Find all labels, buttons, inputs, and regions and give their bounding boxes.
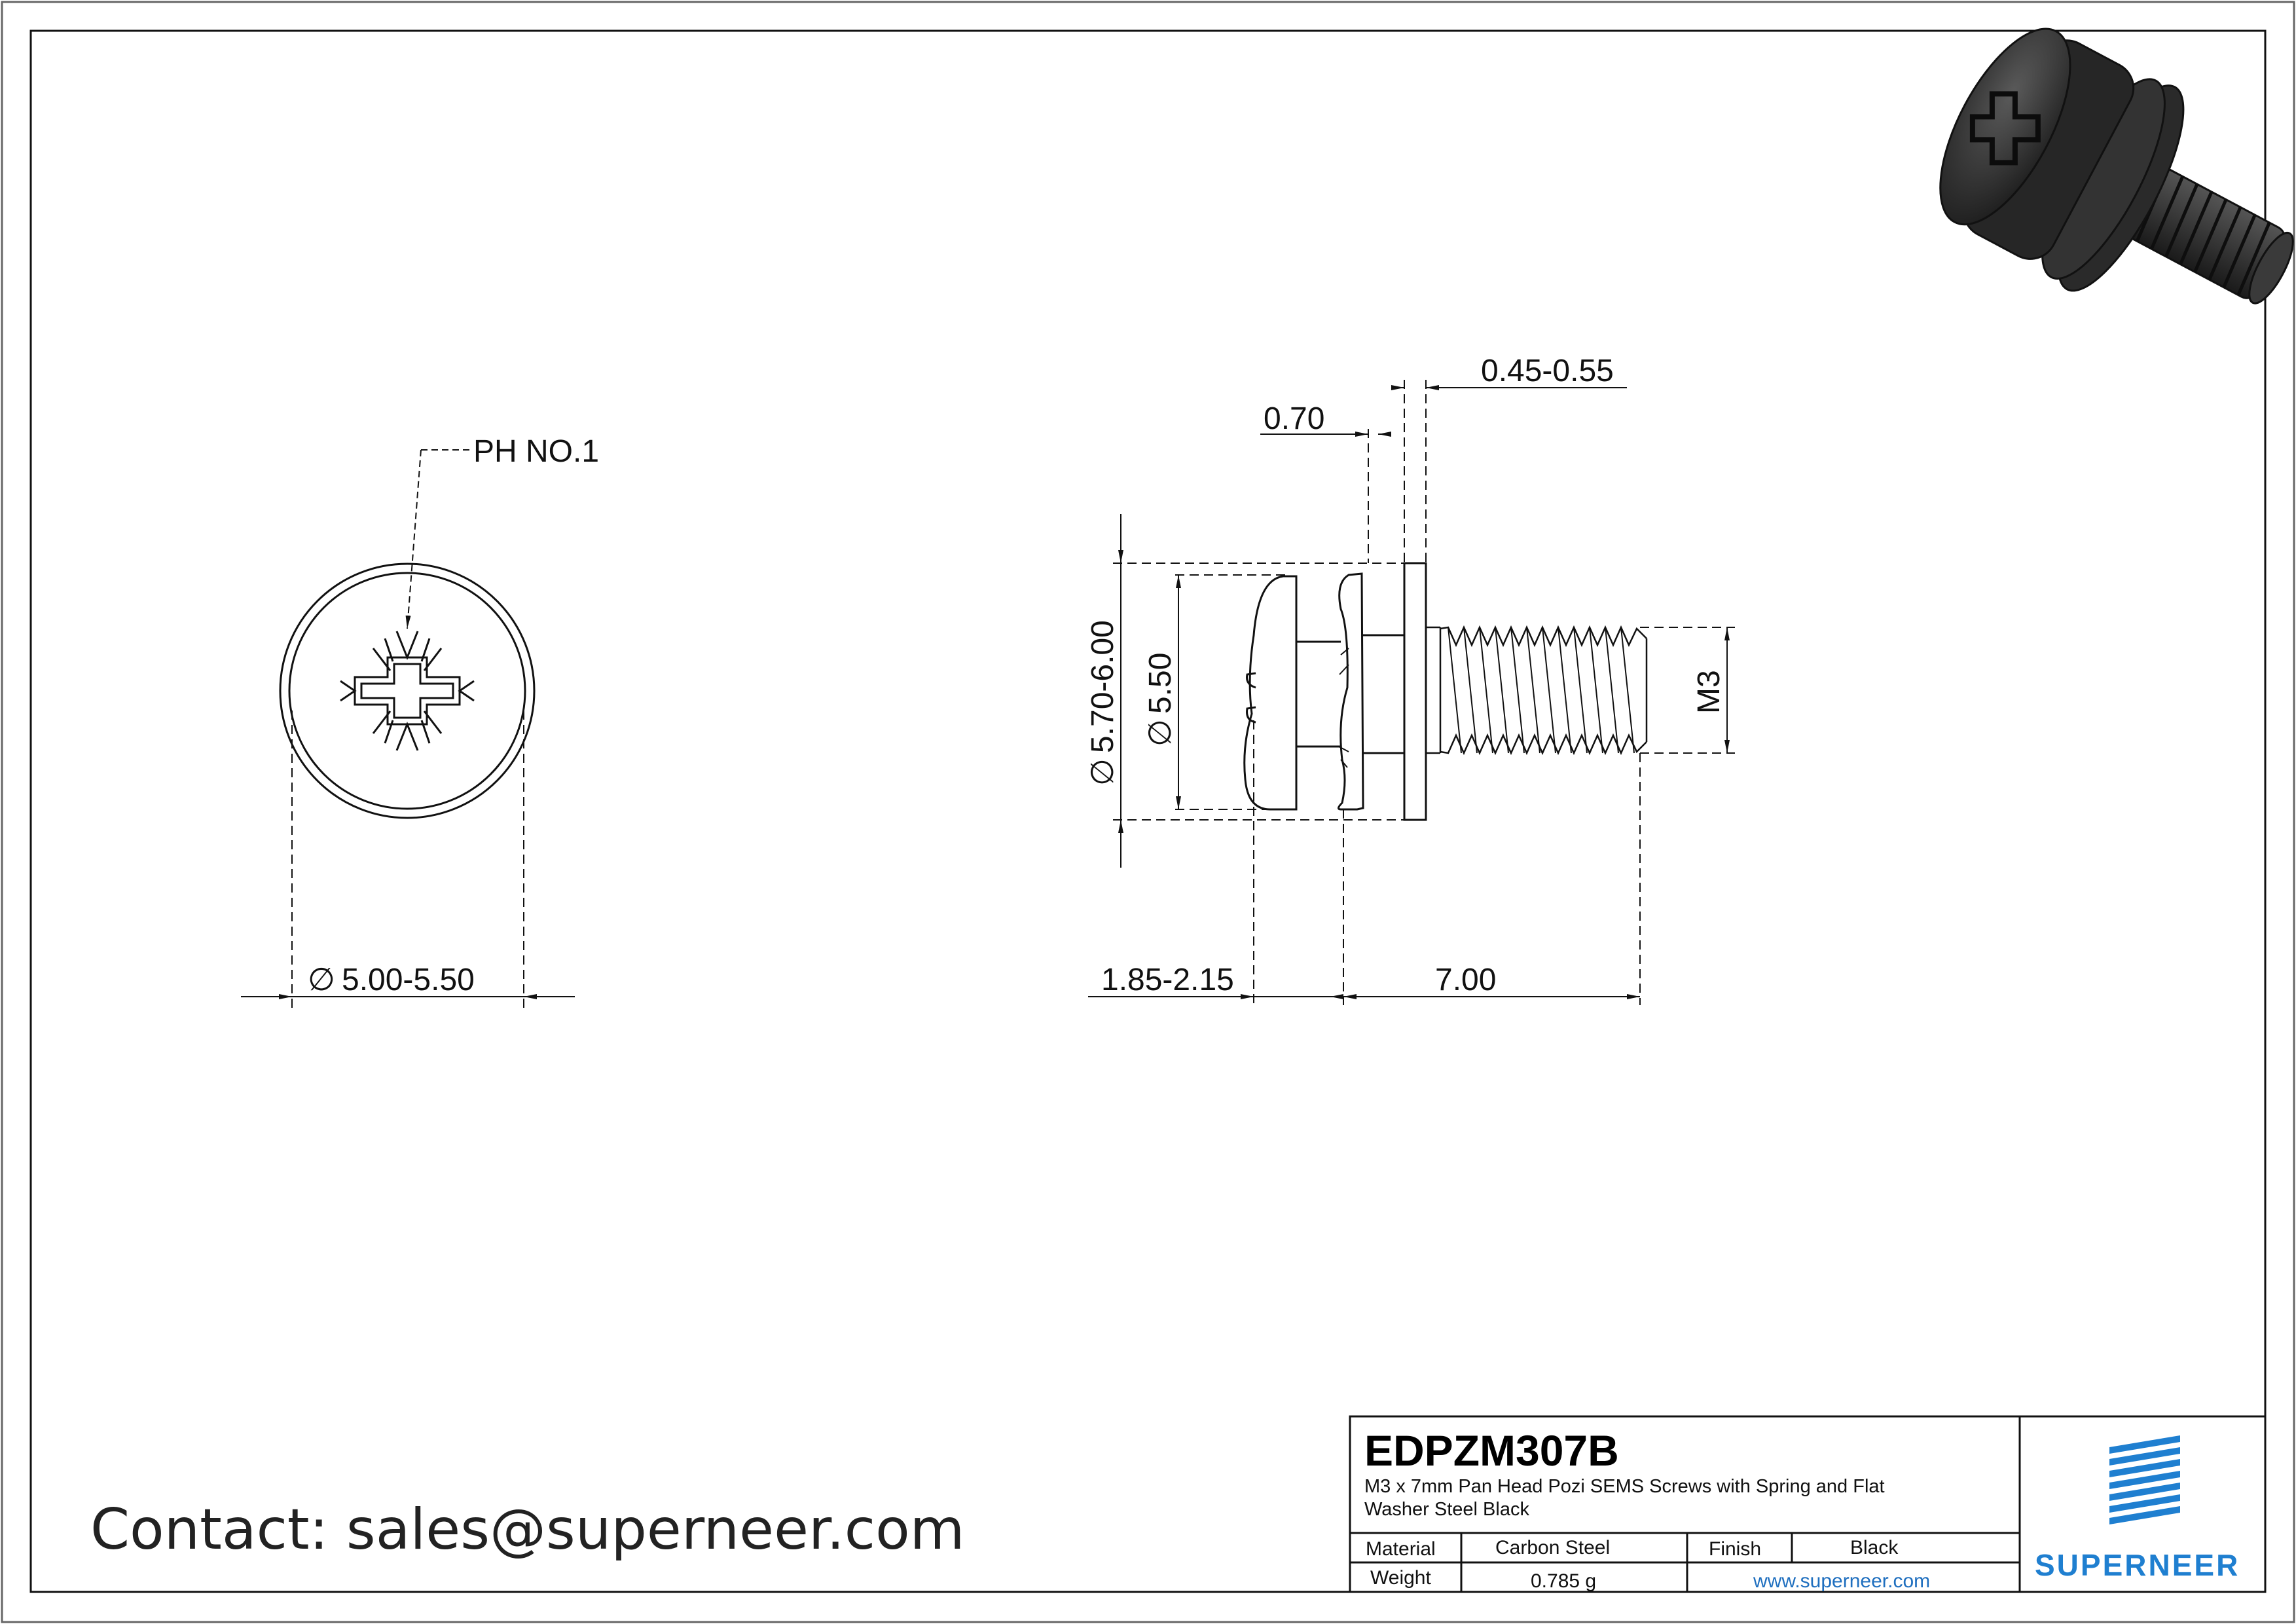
flat-washer — [1403, 562, 1427, 821]
washer-outer-diameter-label: 5.70-6.00 — [1085, 620, 1120, 753]
screw-3d-render — [1939, 28, 2294, 304]
pan-head — [1243, 575, 1298, 811]
head-outer-circle — [279, 563, 536, 819]
head-height-label: 1.85-2.15 — [1101, 963, 1234, 997]
part-number: EDPZM307B — [1364, 1426, 1619, 1475]
finish-value: Black — [1850, 1537, 1899, 1559]
description-line2: Washer Steel Black — [1364, 1499, 1529, 1520]
front-view — [241, 449, 575, 1008]
title-block — [1349, 1415, 2267, 1593]
material-value: Carbon Steel — [1495, 1537, 1610, 1559]
threaded-shank — [1426, 625, 1648, 756]
spring-washer — [1338, 572, 1364, 811]
material-label: Material — [1366, 1538, 1436, 1560]
head-diameter-symbol: ∅ — [1143, 719, 1178, 747]
weight-label: Weight — [1370, 1567, 1431, 1589]
thread-size-label: M3 — [1692, 670, 1726, 714]
website-link[interactable]: www.superneer.com — [1753, 1570, 1930, 1592]
finish-label: Finish — [1709, 1538, 1761, 1560]
washer-diameter-symbol: ∅ — [1085, 758, 1120, 786]
brand-name: SUPERNEER — [2035, 1548, 2240, 1582]
front-diameter-symbol: ∅ — [308, 963, 335, 997]
superneer-logo-icon — [2109, 1435, 2180, 1524]
pozi-recess-icon — [340, 631, 475, 751]
front-head-diameter: 5.00-5.50 — [342, 963, 475, 997]
drive-leader — [405, 449, 471, 629]
description-line1: M3 x 7mm Pan Head Pozi SEMS Screws with … — [1364, 1476, 1885, 1497]
side-view — [1088, 380, 1735, 1005]
side-head-diameter-label: 5.50 — [1143, 653, 1178, 714]
length-label: 7.00 — [1435, 963, 1496, 997]
washer-thickness-label: 0.45-0.55 — [1481, 354, 1614, 388]
weight-value: 0.785 g — [1531, 1570, 1596, 1592]
drive-label: PH NO.1 — [473, 434, 599, 469]
contact-text: Contact: sales@superneer.com — [90, 1497, 964, 1562]
gap-label: 0.70 — [1264, 401, 1324, 436]
head-inner-circle — [288, 572, 526, 810]
